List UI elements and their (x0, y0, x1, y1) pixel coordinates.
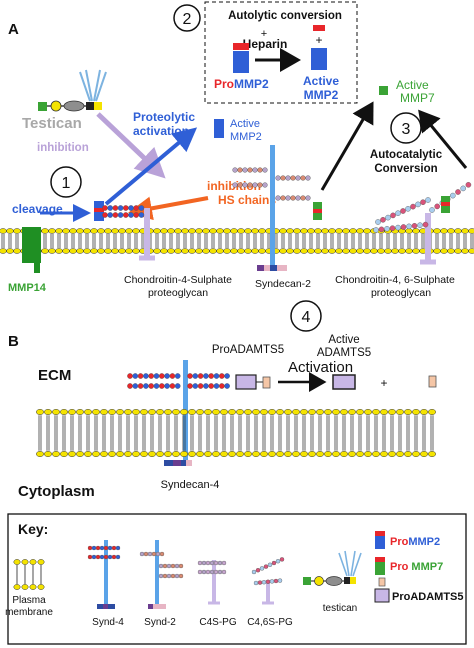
proteolytic-activation-arrow (104, 127, 198, 206)
proadamts5-label: ProADAMTS5 (212, 344, 284, 356)
key-c4s-icon (197, 560, 227, 605)
key-c4spg-label: C4S-PG (199, 617, 236, 628)
key-prommp7-label: Pro MMP7 (390, 561, 443, 573)
key-synd4-icon (87, 540, 121, 609)
proteolytic-label-1: Proteolytic (133, 110, 195, 124)
key-prommp7-cat (375, 562, 385, 575)
key-prommp2-cat (375, 536, 385, 549)
plasma-membrane-a (0, 228, 474, 254)
c46s-label-1: Chondroitin-4, 6-Sulphate (335, 274, 455, 286)
step-2-number: 2 (183, 11, 192, 28)
active-mmp2-mid-block (214, 119, 224, 138)
active-mmp2-label-1: Active (303, 74, 339, 88)
key-prommp2-pro (375, 531, 385, 536)
heparin-label: Heparin (243, 37, 288, 51)
proadamts5-on-syndecan (235, 374, 271, 390)
key-c46s-icon (251, 557, 285, 605)
step-1-number: 1 (62, 175, 71, 192)
key-c46spg-label: C4,6S-PG (247, 617, 293, 628)
mmp14-icon (22, 227, 41, 273)
plasma-membrane-b (36, 409, 436, 457)
released-prodomain (313, 25, 325, 31)
prommp2-label: ProMMP2 (214, 77, 269, 91)
active-adamts5-label-2: ADAMTS5 (317, 347, 371, 359)
c4s-label-2: proteoglycan (148, 287, 208, 299)
autolytic-box (204, 1, 358, 104)
step-1-circle (50, 166, 82, 198)
c4s-proteoglycan (102, 205, 155, 261)
membrane-prommp2-prodomain (94, 208, 104, 212)
active-mmp7-label-1: Active (396, 78, 429, 92)
key-box (7, 513, 467, 645)
hs-chains-label: HS chains (218, 193, 276, 207)
cytoplasm-label: Cytoplasm (18, 483, 95, 500)
key-membrane-icon (13, 559, 45, 590)
ecm-label: ECM (38, 367, 71, 384)
key-testican-icon (303, 550, 362, 586)
prommp2-catalytic (233, 51, 249, 73)
step-3-number: 3 (402, 121, 411, 138)
key-adamts5-cat (374, 588, 390, 603)
panel-b-letter: B (8, 333, 19, 350)
active-adamts5-label-1: Active (328, 334, 359, 346)
active-mmp7-label-2: MMP7 (400, 91, 435, 105)
syndecan-2 (232, 145, 311, 271)
c46s-proteoglycan (373, 181, 472, 265)
key-plasma-label-1: Plasma (12, 595, 46, 606)
key-synd4-label: Synd-4 (92, 617, 124, 628)
key-prommp7-pro (375, 557, 385, 562)
testican-icon (38, 69, 107, 112)
step-2-circle (173, 4, 201, 32)
key-plasma-label-2: membrane (5, 607, 53, 618)
active-adamts5-block (332, 374, 356, 390)
plus-small: + (261, 28, 267, 40)
autolytic-title: Autolytic conversion (228, 10, 342, 22)
inhibition-purple-label: inhibition (37, 142, 89, 154)
key-proadamts5-label: ProADAMTS5 (392, 591, 464, 603)
key-adamts5-pro (378, 577, 386, 587)
key-synd2-icon (139, 540, 184, 609)
step-4-circle (290, 300, 322, 332)
key-synd2-label: Synd-2 (144, 617, 176, 628)
active-mmp2-mid-label-1: Active (230, 118, 260, 130)
active-mmp2-label-2: MMP2 (304, 88, 339, 102)
autocatalytic-arrow-left (320, 101, 374, 191)
prommp2-prodomain (233, 43, 249, 50)
proteolytic-label-2: activation (133, 124, 189, 138)
syndecan-2-label: Syndecan-2 (255, 278, 311, 290)
syndecan-4-label: Syndecan-4 (161, 479, 220, 491)
c4s-label-1: Chondroitin-4-Sulphate (124, 274, 232, 286)
autocatalytic-label-1: Autocatalytic (370, 149, 443, 161)
plus-b: + (380, 376, 387, 390)
active-mmp2-block (311, 48, 327, 70)
testican-label: Testican (22, 115, 82, 132)
key-testican-label: testican (323, 603, 357, 614)
panel-a-letter: A (8, 21, 19, 38)
key-prommp2-label: ProMMP2 (390, 536, 440, 548)
released-prodomain-b (428, 375, 437, 388)
key-title: Key: (18, 521, 48, 537)
activation-label: Activation (288, 359, 353, 376)
step-4-number: 4 (302, 309, 311, 326)
mmp14-label: MMP14 (8, 282, 47, 294)
syndecan-2-bound-mmp7 (313, 202, 322, 220)
active-mmp2-mid-label-2: MMP2 (230, 131, 262, 143)
autocatalytic-label-2: Conversion (374, 163, 437, 175)
active-mmp7-block (379, 86, 388, 95)
c46s-label-2: proteoglycan (371, 287, 431, 299)
autocatalytic-arrow-right (418, 109, 468, 169)
plus-right: + (315, 33, 322, 47)
